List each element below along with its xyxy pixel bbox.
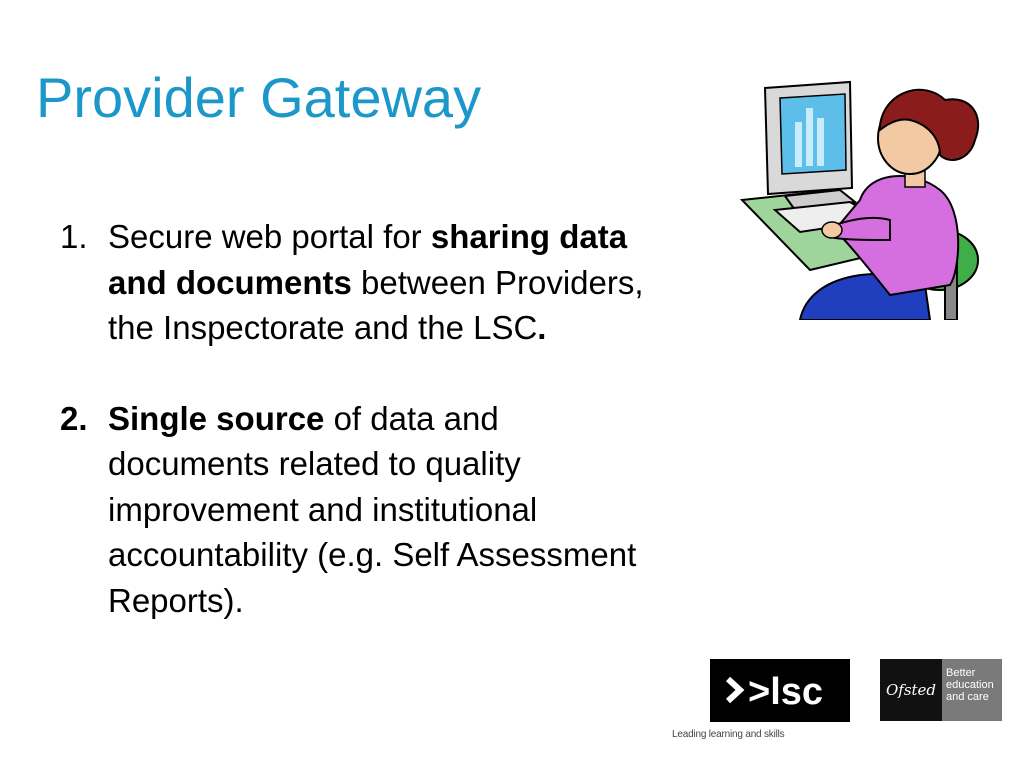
lsc-logo-text: >lsc xyxy=(748,671,823,713)
ofsted-logo-mark: Ofsted xyxy=(880,659,942,721)
text-run: of data and documents related to quality… xyxy=(108,399,637,619)
list-item-text: Single source of data and documents rela… xyxy=(108,396,648,624)
list-item-text: Secure web portal for sharing data and d… xyxy=(108,214,648,351)
text-run-bold: Single source xyxy=(108,399,325,437)
text-run-bold: sharing data and documents xyxy=(108,218,628,301)
lsc-tagline: Leading learning and skills xyxy=(672,729,785,740)
list-item-number: 1. xyxy=(60,218,88,255)
text-run-bold: . xyxy=(537,309,547,346)
list-item: 1. Secure web portal for sharing data an… xyxy=(60,214,660,351)
woman-at-computer-icon xyxy=(740,80,980,320)
bullet-list: 1. Secure web portal for sharing data an… xyxy=(60,214,660,623)
lsc-logo: >lsc xyxy=(710,659,850,722)
ofsted-tagline-line: Better xyxy=(946,667,976,679)
ofsted-tagline-line: and care xyxy=(946,691,989,703)
list-item: 2. Single source of data and documents r… xyxy=(60,396,660,624)
text-run: between Providers, the Inspectorate and … xyxy=(108,263,644,347)
ofsted-tagline-line: education xyxy=(946,679,994,691)
text-run: Secure web portal for xyxy=(108,218,431,255)
slide-title: Provider Gateway xyxy=(36,66,482,129)
list-item-number: 2. xyxy=(60,399,88,437)
ofsted-logo: Ofsted Better education and care xyxy=(880,659,1002,721)
ofsted-logo-tagline: Better education and care xyxy=(942,659,1002,721)
